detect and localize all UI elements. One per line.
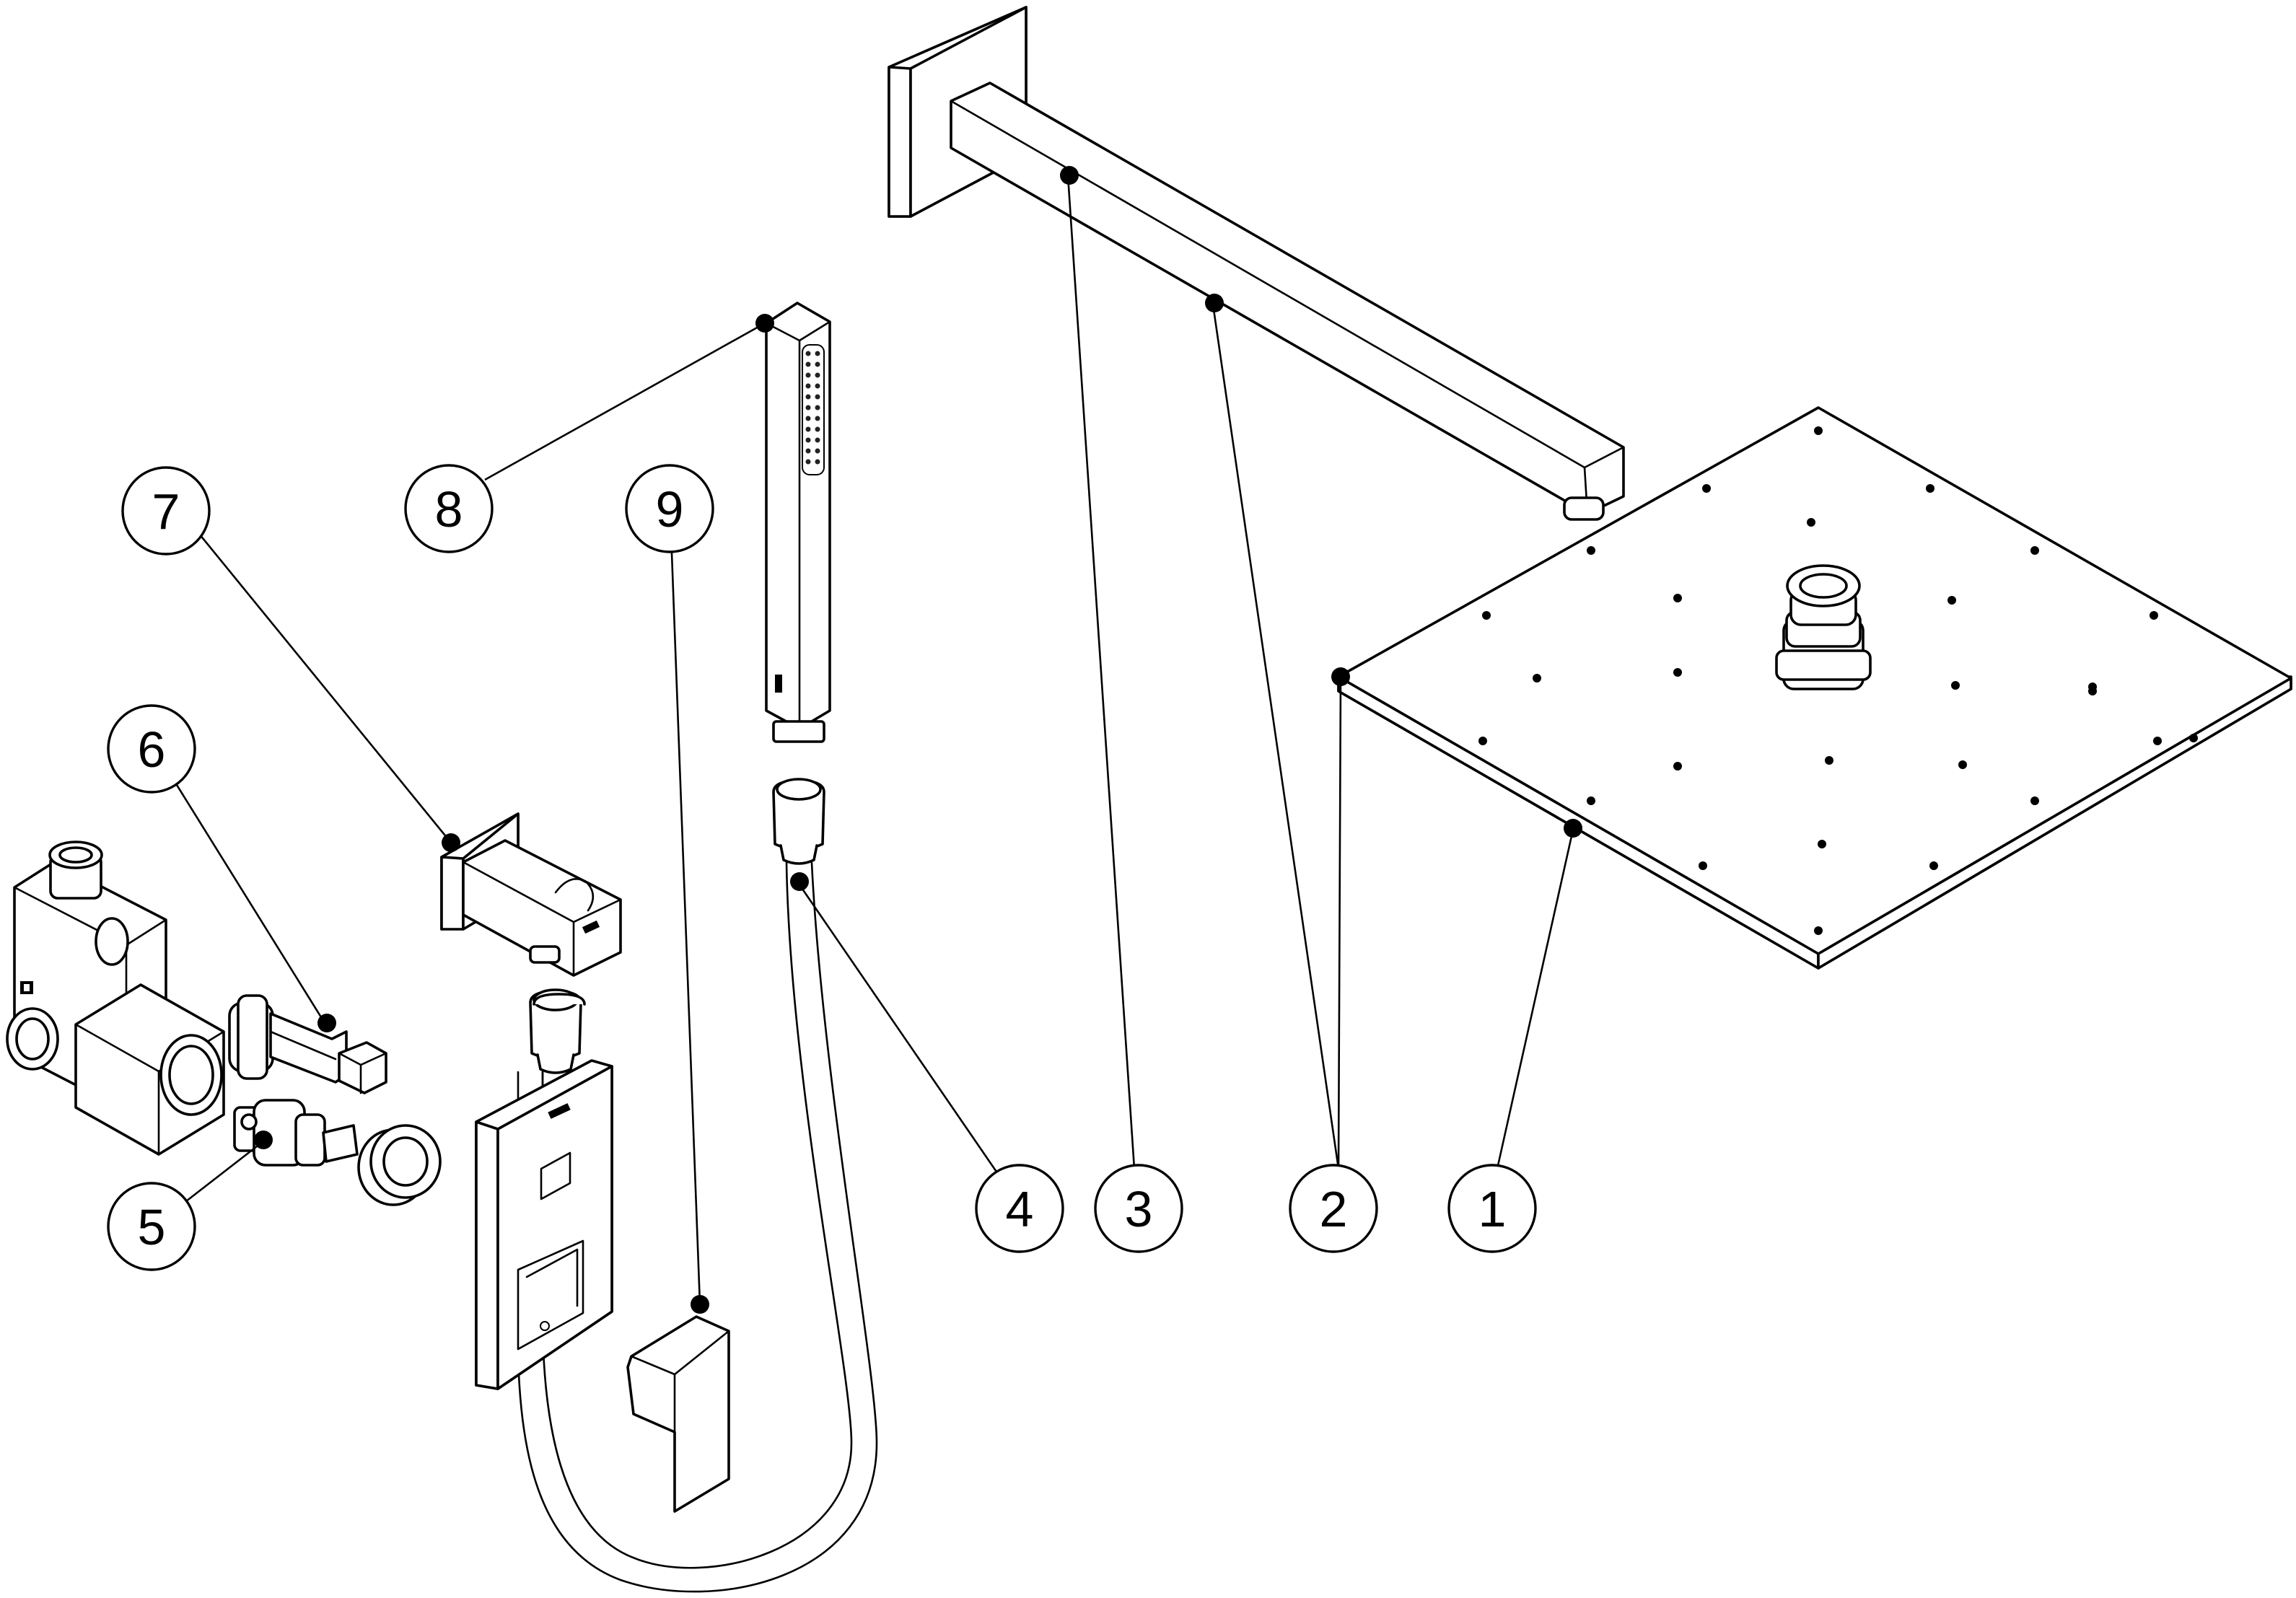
nozzle-holes — [1478, 426, 2198, 935]
callout-2-label: 2 — [1320, 1181, 1348, 1237]
mixing-cartridge — [233, 1099, 359, 1167]
callout-1: 1 — [1447, 1164, 1537, 1253]
callout-5: 5 — [107, 1182, 196, 1271]
callout-3-label: 3 — [1125, 1181, 1153, 1237]
rain-shower-head — [1337, 406, 2292, 970]
callout-6: 6 — [107, 704, 196, 794]
callout-7: 7 — [121, 466, 211, 556]
callout-3: 3 — [1094, 1164, 1183, 1253]
diverter-cartridge — [228, 994, 387, 1094]
trim-plate — [475, 993, 613, 1390]
shower-head-connector — [1775, 564, 1872, 690]
callout-9-label: 9 — [656, 481, 684, 537]
leader-dots — [254, 166, 1582, 1314]
mixer-lever — [626, 1315, 730, 1513]
leader-lines — [172, 175, 1574, 1305]
shower-hose — [517, 778, 878, 1593]
hand-shower-nozzles — [802, 344, 825, 475]
callout-8: 8 — [404, 464, 494, 553]
callout-6-label: 6 — [138, 721, 166, 778]
callout-7-label: 7 — [152, 483, 180, 540]
hand-shower-holder — [440, 812, 622, 977]
callout-8-label: 8 — [435, 481, 463, 537]
callout-2: 2 — [1289, 1164, 1378, 1253]
callout-5-label: 5 — [138, 1199, 166, 1255]
callout-9: 9 — [625, 464, 714, 553]
shower-arm — [888, 6, 1625, 521]
callout-1-label: 1 — [1478, 1181, 1507, 1237]
hand-shower — [765, 302, 831, 743]
callout-4-label: 4 — [1006, 1181, 1034, 1237]
callout-4: 4 — [975, 1164, 1064, 1253]
mixer-valve-body — [6, 840, 225, 1156]
cartridge-nut — [357, 1124, 442, 1206]
